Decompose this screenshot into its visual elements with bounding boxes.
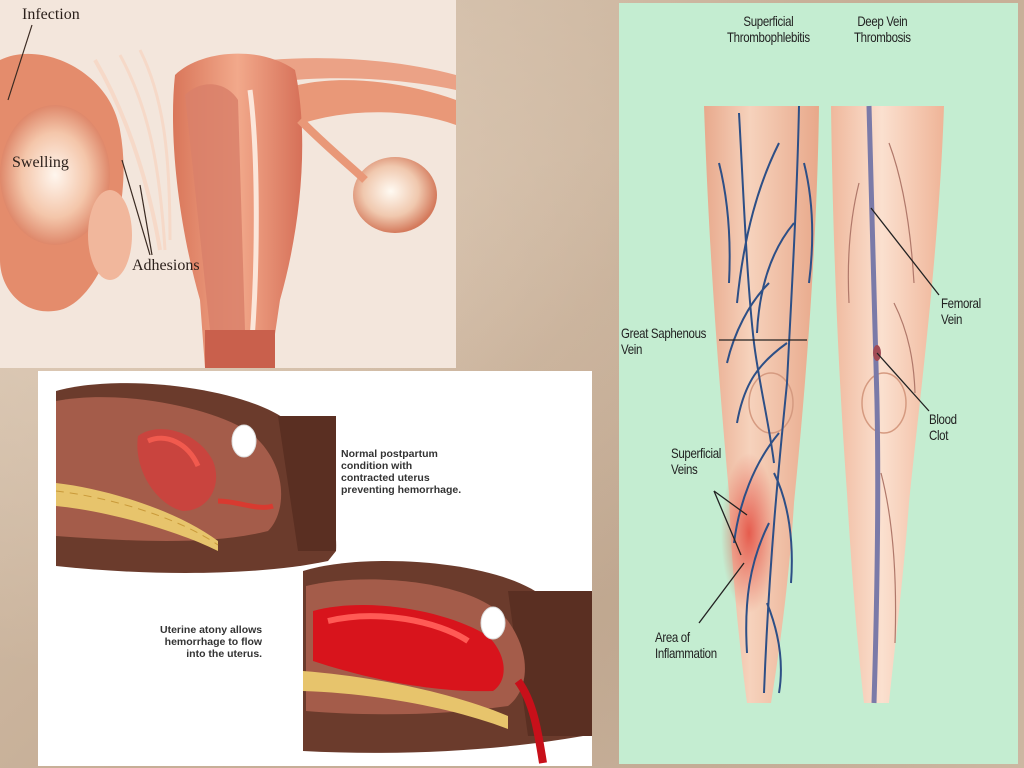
label-blood-clot: Blood Clot [929,411,957,443]
reproductive-organs-illustration [0,0,456,368]
fallopian-tube-shape [270,80,456,130]
caption-normal-postpartum: Normal postpartum condition with contrac… [341,448,462,496]
caption-uterine-atony: Uterine atony allows hemorrhage to flow … [160,624,263,660]
label-great-saphenous-vein: Great Saphenous Vein [621,325,707,357]
label-superficial-veins: Superficial Veins [671,445,721,477]
infection-pointer-line [7,24,33,101]
hemorrhage-shape [313,605,504,692]
swollen-ovary-shape [0,105,110,245]
right-leg-shape [831,106,944,703]
legs-illustration [698,105,944,704]
infection-diagram-panel: Infection Swelling Adhesions [0,0,456,368]
title-superficial-thrombophlebitis: Superficial Thrombophlebitis [727,13,810,45]
adhesion-strand [93,58,162,251]
title-deep-vein-thrombosis: Deep Vein Thrombosis [854,13,911,45]
left-leg-shape [704,106,819,703]
label-infection: Infection [22,6,80,23]
leg-pointer-lines [698,207,940,624]
bladder-shape [231,424,257,458]
label-adhesions: Adhesions [132,257,200,274]
spine-shape [56,483,218,551]
postpartum-diagram-panel: Normal postpartum condition with contrac… [38,371,592,766]
inflammation-area-shape [721,453,777,613]
label-area-of-inflammation: Area of Inflammation [655,629,717,661]
label-swelling: Swelling [12,154,69,171]
leg-thrombosis-panel: Superficial Thrombophlebitis Deep Vein T… [619,3,1018,764]
adhesions-pointer-line [121,159,151,256]
femoral-vein-shape [866,105,881,704]
hemorrhage-flow-shape [514,678,547,764]
label-femoral-vein: Femoral Vein [941,295,981,327]
superficial-veins-shape [718,105,814,694]
right-ovary-shape [353,157,437,233]
postpartum-uterus-illustration [55,383,592,764]
